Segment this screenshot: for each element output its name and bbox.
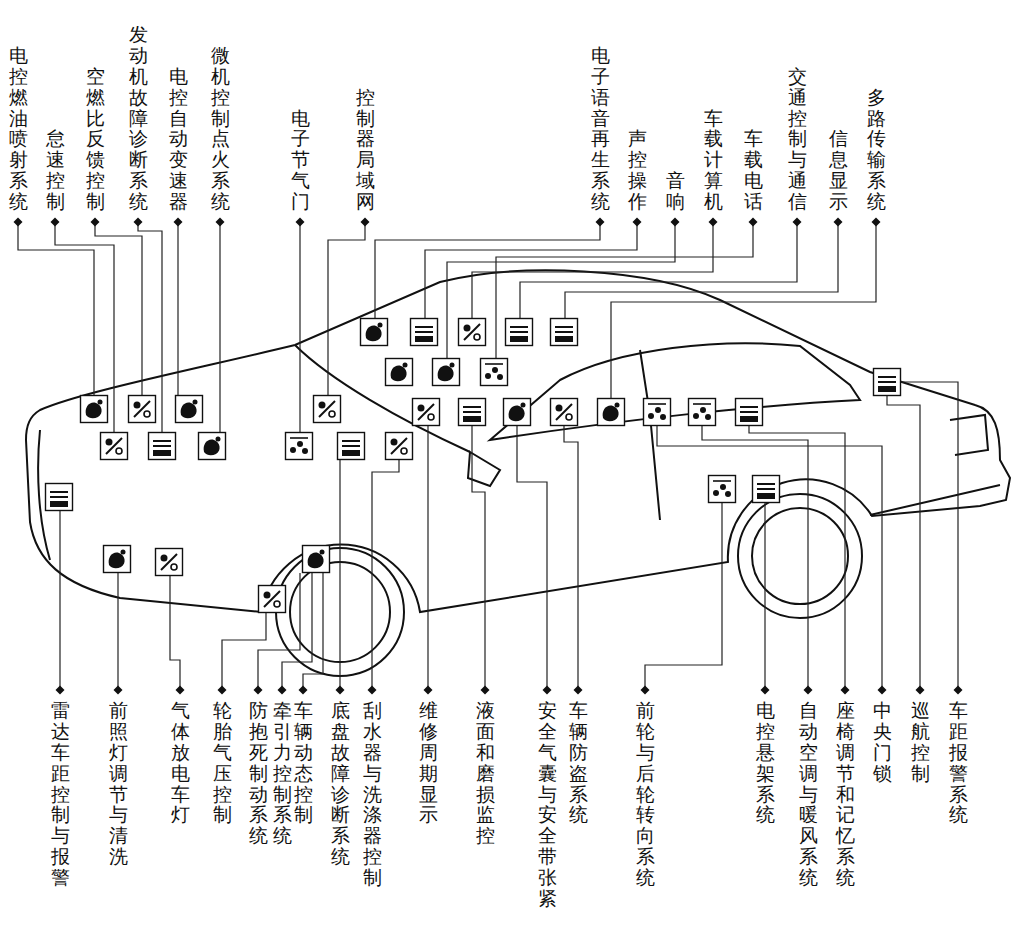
system-label: 自动空调与暖风系统 <box>799 700 818 888</box>
system-label: 牵引力控制系统 <box>273 700 292 846</box>
leader-lines <box>18 222 958 690</box>
system-label: 电控燃油喷射系统 <box>9 45 28 212</box>
system-label: 车辆动态控制 <box>294 700 313 825</box>
mirror <box>468 452 500 486</box>
hood-line <box>295 345 470 452</box>
system-label: 气体放电车灯 <box>171 700 190 825</box>
system-label: 电子语音再生系统 <box>591 45 610 212</box>
system-label: 维修周期显示 <box>419 700 438 825</box>
system-label: 空燃比反馈控制 <box>86 66 105 212</box>
side-window <box>490 343 860 440</box>
system-label: 音响 <box>666 170 685 212</box>
system-label: 多路传输系统 <box>867 87 886 212</box>
system-label: 微机控制点火系统 <box>211 45 230 212</box>
system-label: 电控自动变速器 <box>169 66 188 212</box>
system-label: 发动机故障诊断系统 <box>129 24 148 212</box>
system-label: 防抱死制动系统 <box>249 700 268 846</box>
system-label: 刮水器与洗涤器控制 <box>363 700 382 888</box>
system-label: 雷达车距控制与报警 <box>51 700 70 888</box>
car-body <box>26 270 1010 676</box>
system-label: 车辆防盗系统 <box>569 700 588 825</box>
system-label: 控制器局域网 <box>356 87 375 212</box>
system-label: 液面和磨损监控 <box>476 700 495 846</box>
system-label: 巡航控制 <box>911 700 930 784</box>
system-label: 电控悬架系统 <box>756 700 775 825</box>
label-dots <box>14 218 963 695</box>
system-label: 车载计算机 <box>704 108 723 212</box>
system-icons <box>46 319 901 613</box>
system-label: 怠速控制 <box>46 128 65 212</box>
system-label: 车距报警系统 <box>949 700 968 825</box>
system-label: 座椅调节和记忆系统 <box>836 700 855 888</box>
system-label: 信息显示 <box>829 128 848 212</box>
system-label: 安全气囊与安全带张紧 <box>538 700 557 909</box>
body-details <box>38 415 1000 560</box>
system-label: 交通控制与通信 <box>788 66 807 212</box>
system-label: 声控操作 <box>628 128 647 212</box>
system-label: 底盘故障诊断系统 <box>331 700 350 867</box>
system-label: 电子节气门 <box>291 108 310 212</box>
system-label: 前轮与后轮转向系统 <box>636 700 655 888</box>
system-label: 前照灯调节与清洗 <box>109 700 128 867</box>
system-label: 车载电话 <box>744 128 763 212</box>
rear-rim <box>752 508 848 604</box>
system-label: 中央门锁 <box>873 700 892 784</box>
system-label: 轮胎气压控制 <box>213 700 232 825</box>
rear-wheel <box>738 494 862 618</box>
